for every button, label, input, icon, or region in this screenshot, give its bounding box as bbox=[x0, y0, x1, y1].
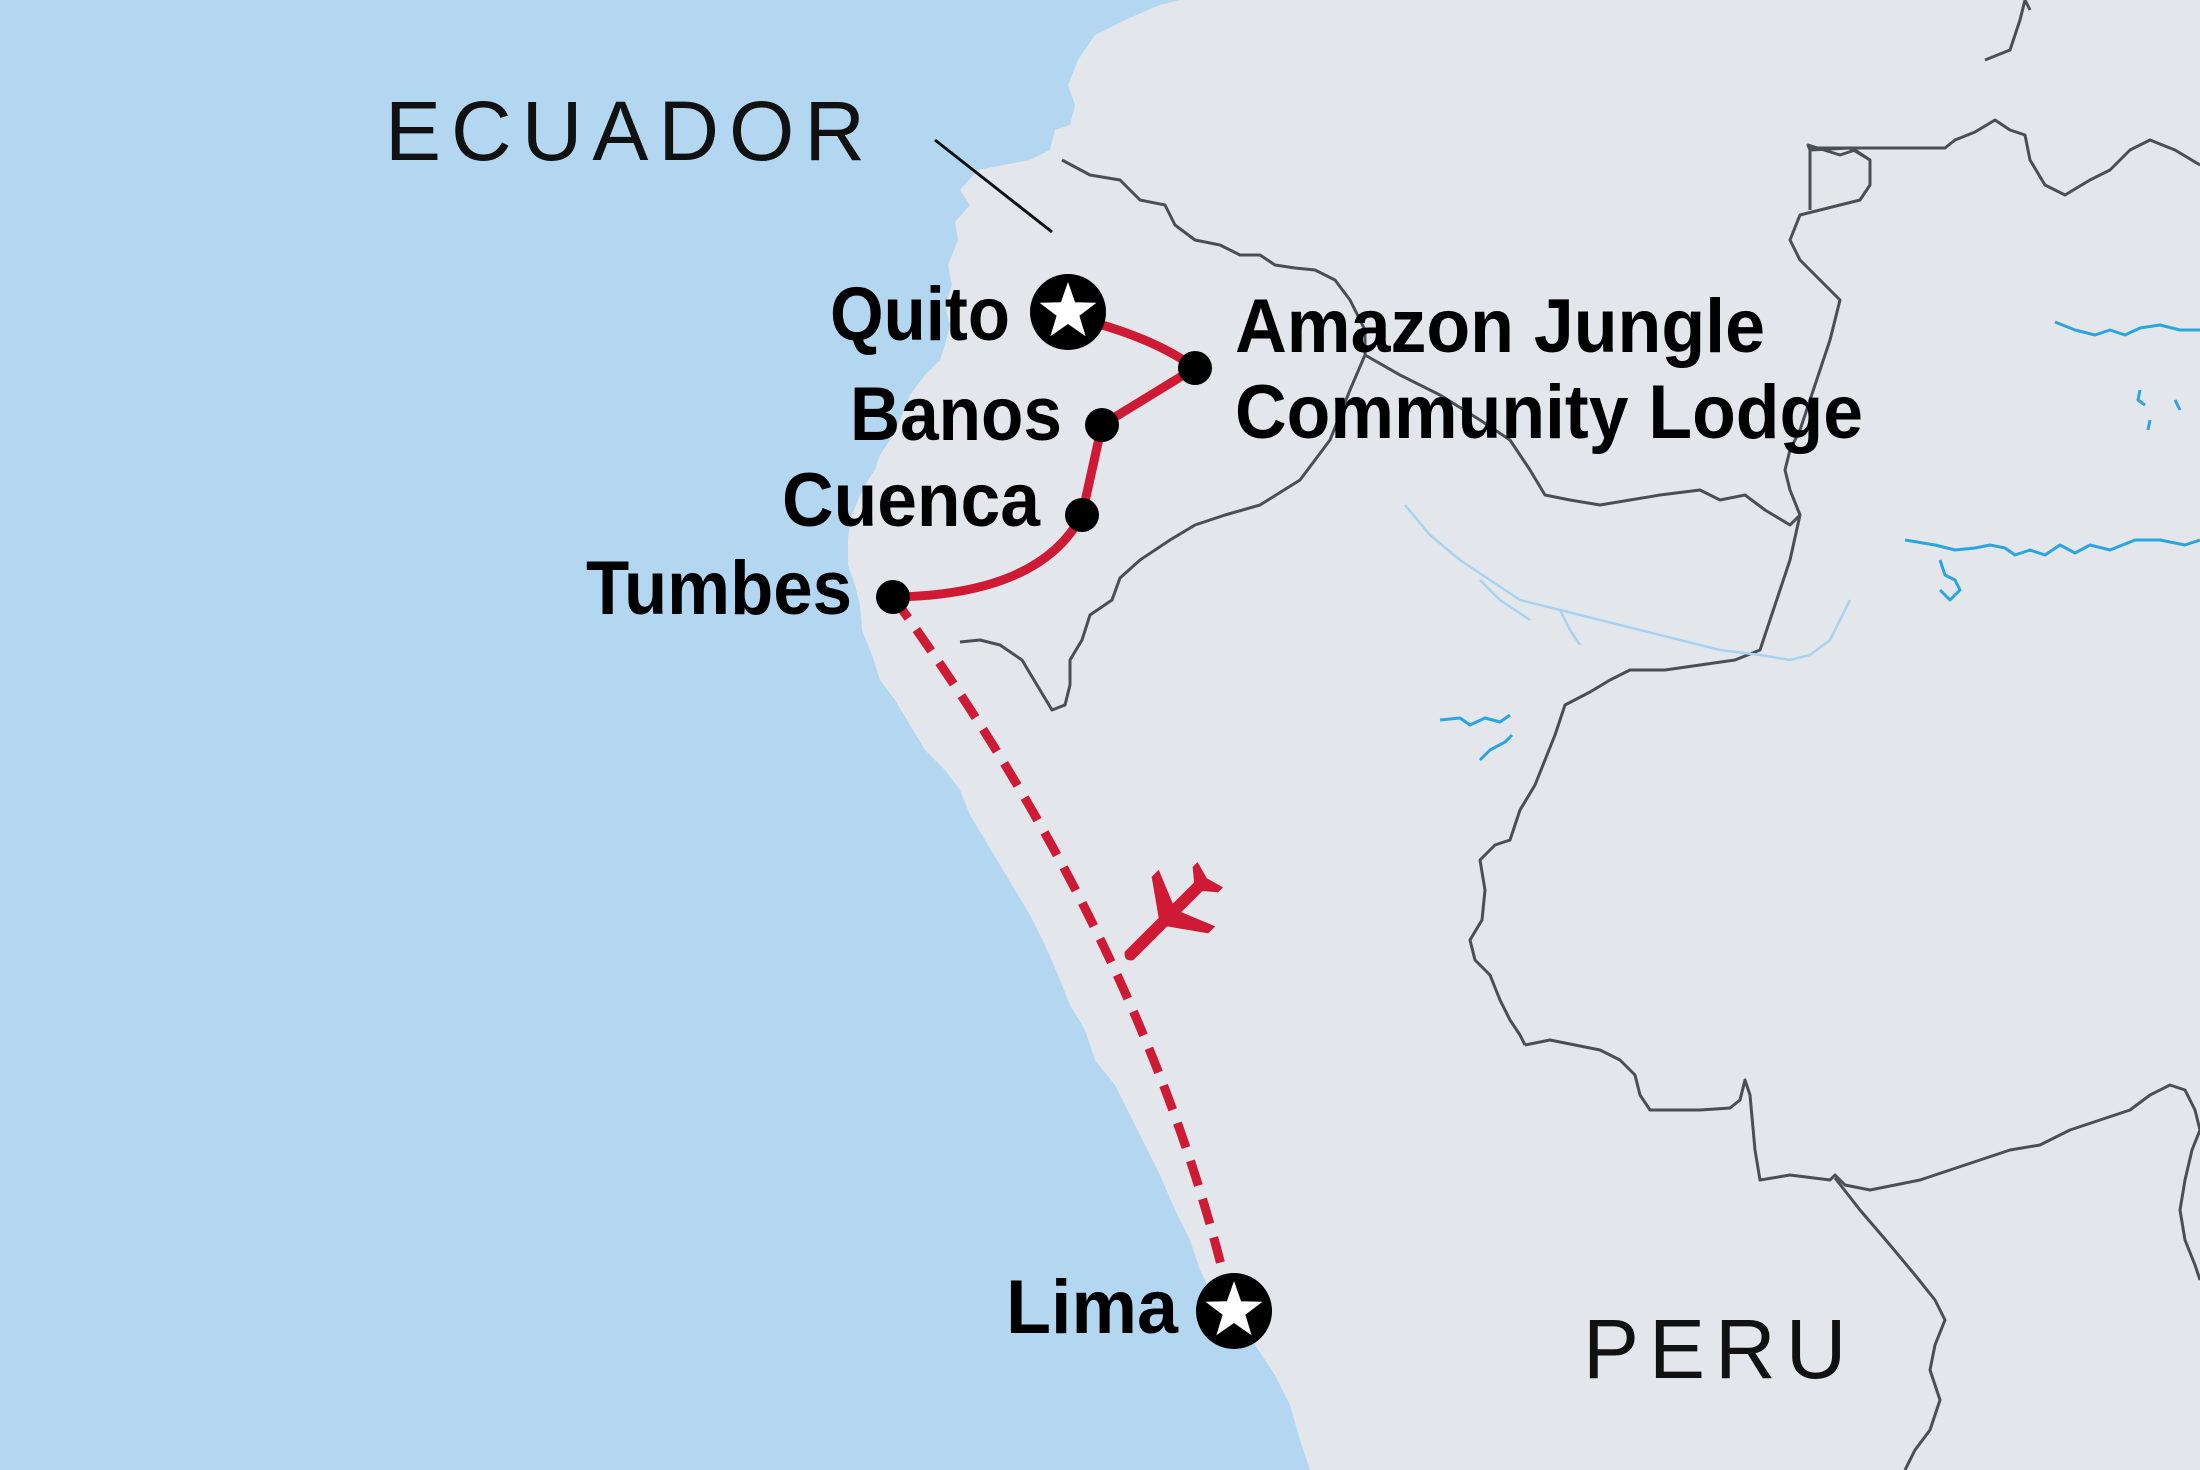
stop-marker-banos[interactable] bbox=[1085, 408, 1119, 442]
river-faint-branch bbox=[1479, 579, 1582, 646]
river-napo-faint bbox=[1404, 504, 1852, 662]
stop-marker-tumbes[interactable] bbox=[876, 580, 910, 614]
border-peru-brazil-b bbox=[1524, 1038, 2200, 1192]
place-label-banos: Banos bbox=[850, 372, 1062, 457]
river-amazon-upper bbox=[2054, 320, 2200, 337]
river-amazon-east bbox=[1904, 538, 2200, 557]
airplane-icon bbox=[1124, 861, 1224, 961]
place-label-cuenca: Cuenca bbox=[782, 458, 1041, 543]
border-ecuador-north bbox=[1061, 158, 1367, 355]
border-peru-brazil-a bbox=[1468, 514, 1802, 1046]
border-bolivia-brazil bbox=[2178, 1129, 2200, 1281]
star-marker-lima[interactable] bbox=[1196, 1273, 1272, 1349]
place-label-amazon-line1: Amazon Jungle bbox=[1235, 284, 1765, 369]
border-colombia-north bbox=[1984, 0, 2032, 62]
country-label-ecuador: ECUADOR bbox=[385, 84, 875, 178]
river-small-ne bbox=[2136, 389, 2182, 431]
border-colombia-peru bbox=[1364, 143, 1872, 527]
place-label-quito: Quito bbox=[830, 272, 1010, 357]
flight-route-line bbox=[889, 594, 1237, 1312]
stop-marker-amazon-lodge[interactable] bbox=[1178, 351, 1212, 385]
river-maranon bbox=[1439, 713, 1514, 762]
place-label-lima: Lima bbox=[1006, 1265, 1179, 1350]
border-ecuador-south bbox=[959, 354, 1367, 712]
country-label-peru: PERU bbox=[1583, 1302, 1856, 1396]
border-colombia-brazil bbox=[1808, 118, 2200, 197]
star-marker-quito[interactable] bbox=[1030, 274, 1106, 350]
ecuador-leader-line bbox=[934, 138, 1053, 234]
place-label-tumbes: Tumbes bbox=[586, 546, 852, 631]
place-label-amazon-line2: Community Lodge bbox=[1235, 370, 1863, 455]
border-peru-bolivia bbox=[1833, 1177, 1947, 1470]
stop-marker-cuenca[interactable] bbox=[1065, 498, 1099, 532]
river-amazon-tributary bbox=[1938, 559, 1962, 602]
